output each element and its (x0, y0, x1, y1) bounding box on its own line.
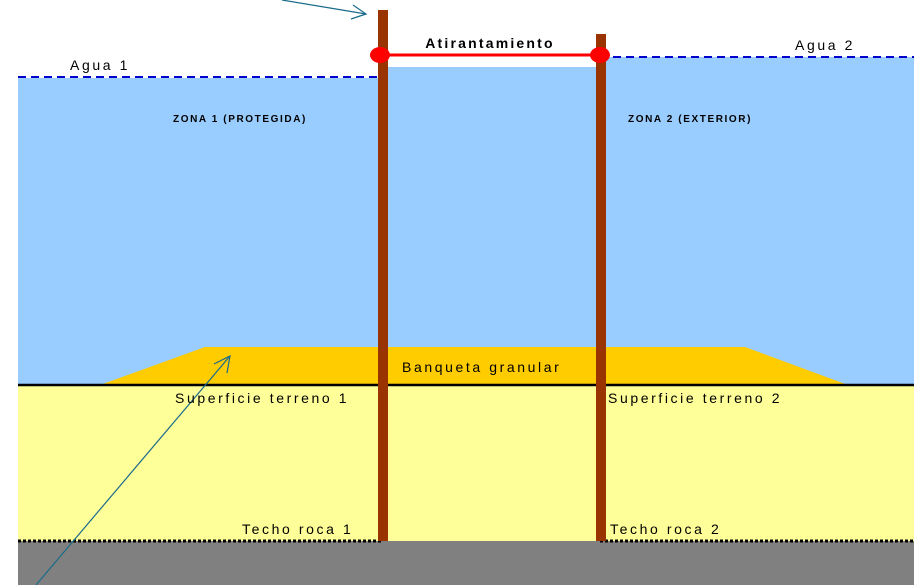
ground-label-2: Superficie terreno 2 (608, 390, 782, 406)
rock-layer (18, 541, 914, 585)
ground-label-1: Superficie terreno 1 (175, 390, 349, 406)
water-label-1: Agua 1 (70, 57, 130, 73)
tie-label: Atirantamiento (425, 35, 555, 51)
arrow-to-wall-top (281, 0, 368, 20)
water-zone-2 (600, 57, 914, 385)
water-label-2: Agua 2 (795, 37, 855, 53)
tie-anchor-2 (590, 47, 610, 63)
zone-label-1: ZONA 1 (PROTEGIDA) (173, 114, 307, 125)
soil-layer (18, 385, 914, 541)
water-zone-middle (382, 67, 600, 385)
rock-label-2: Techo roca 2 (610, 521, 721, 537)
berm-label: Banqueta granular (402, 359, 561, 375)
arrow-to-berm (35, 354, 231, 585)
granular-berm (100, 347, 848, 385)
wall-2 (596, 34, 606, 541)
water-zone-1 (18, 78, 382, 385)
tie-anchor-1 (370, 47, 390, 63)
rock-label-1: Techo roca 1 (242, 521, 353, 537)
wall-1 (378, 10, 388, 541)
zone-label-2: ZONA 2 (EXTERIOR) (628, 114, 752, 125)
